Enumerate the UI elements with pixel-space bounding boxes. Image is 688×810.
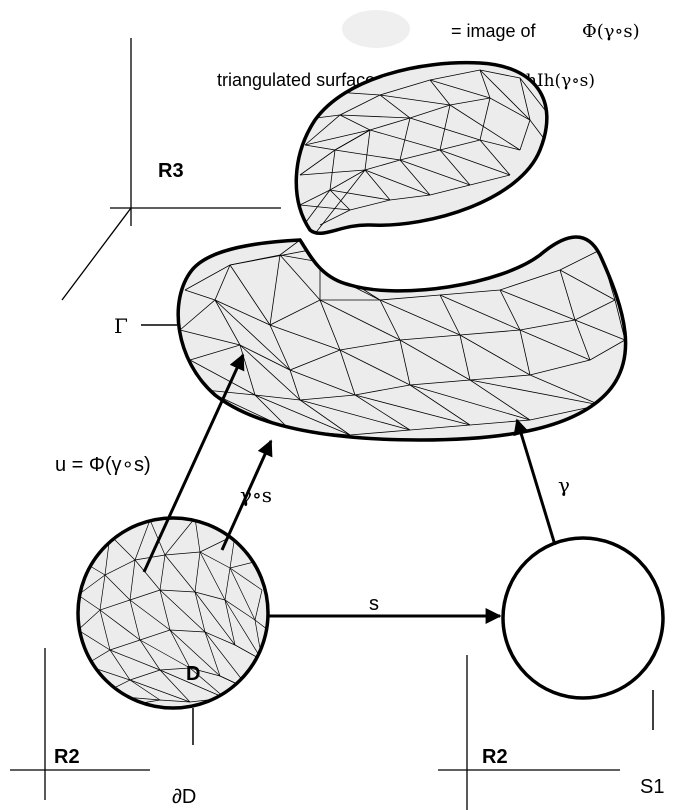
arrow-gamma-s <box>220 439 273 551</box>
disk-domain <box>76 516 270 710</box>
disk-label: D <box>186 663 200 685</box>
r3-label: R3 <box>158 160 184 182</box>
surface-lower-body <box>176 235 628 442</box>
disk-boundary-label: ∂D <box>172 786 196 808</box>
gamma-boundary-label: Γ <box>114 314 128 338</box>
surface-upper-lobe <box>294 60 549 236</box>
r3-axis-diagonal <box>61 207 132 301</box>
arrow-gamma <box>513 418 557 546</box>
legend-smooth-map: Φ(γ∘s) <box>582 21 640 42</box>
arrow-u <box>142 353 245 573</box>
legend-smooth-prefix: = image of <box>451 21 537 41</box>
r3-axes <box>61 38 281 301</box>
label-u: u = Φ(γ∘s) <box>55 454 151 476</box>
label-s: s <box>369 593 379 615</box>
legend-smooth: = image of Φ(γ∘s) <box>451 21 640 42</box>
circle-s1-label: S1 <box>640 776 664 798</box>
circle-s1 <box>501 536 665 700</box>
decorative-blob <box>342 10 410 48</box>
r2-left-label: R2 <box>54 746 80 768</box>
label-gamma-s: γ∘s <box>240 483 272 507</box>
r2-right-label: R2 <box>482 746 508 768</box>
label-gamma: γ <box>558 473 570 497</box>
r2-right-axes <box>438 655 620 810</box>
r2-left-axes <box>10 648 150 800</box>
